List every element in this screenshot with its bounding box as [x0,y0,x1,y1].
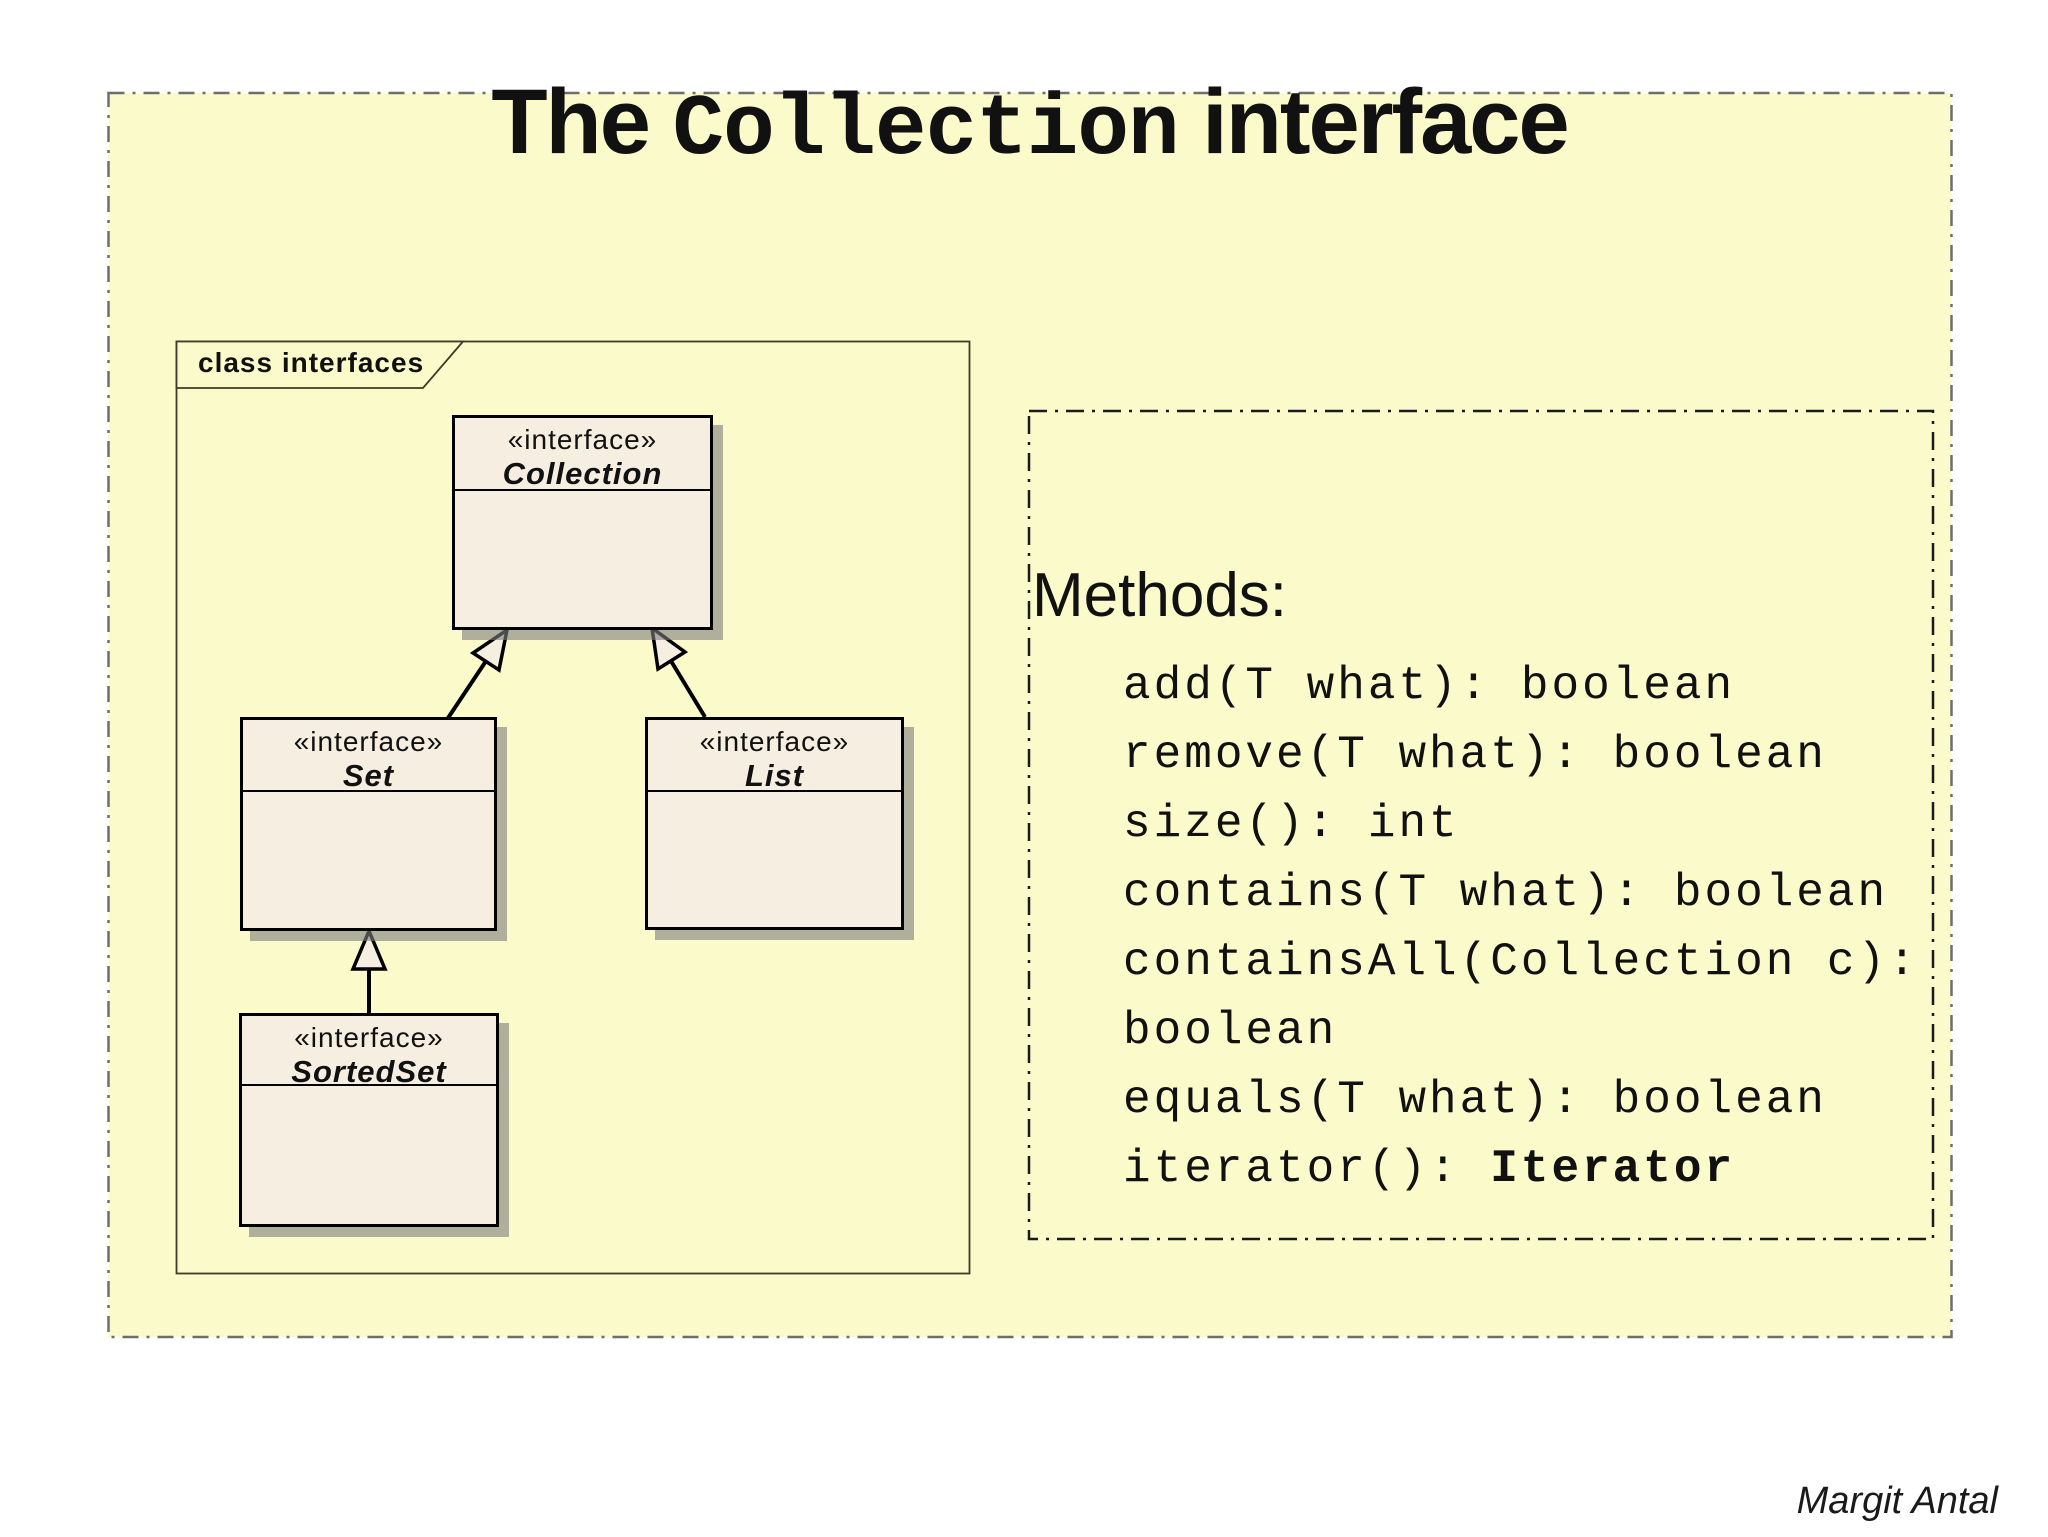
class-box-collection: «interface» Collection [452,415,713,630]
stereotype-label: «interface» [699,726,850,757]
method-signature-text: iterator(): [1123,1143,1491,1195]
class-name: List [744,758,805,793]
class-name: Set [342,758,395,793]
stereotype-label: «interface» [294,1022,444,1053]
method-signature: add(T what): boolean [1123,660,1736,712]
methods-panel-border [1027,409,1935,1241]
generalization-arrow-set-collection [446,626,510,720]
title-code-word: Collection [672,81,1179,179]
generalization-arrow-list-collection [649,624,707,719]
class-box-list: «interface» List [645,717,904,930]
uml-frame-label-tab [175,340,465,389]
generalization-arrow-sortedset-set [350,926,388,1013]
title-prefix: The [491,71,673,173]
uml-frame-label: class interfaces [198,347,425,378]
uml-frame-border [175,340,971,1275]
class-box-sortedset-header: «interface» SortedSet [242,1016,496,1089]
method-signature: iterator(): Iterator [1123,1135,1919,1204]
method-signature-continuation: boolean [1123,1005,1338,1057]
method-signature: size(): int [1123,798,1460,850]
class-box-set-header: «interface» Set [243,720,494,793]
method-signature: remove(T what): boolean [1123,729,1827,781]
class-box-list-header: «interface» List [648,720,901,793]
method-signature: containsAll(Collection c): [1123,936,1919,988]
method-signature: equals(T what): boolean [1123,1074,1827,1126]
method-return-type-bold: Iterator [1490,1143,1736,1195]
methods-heading: Methods: [1032,561,1288,630]
class-box-set: «interface» Set [240,717,497,931]
class-name: Collection [502,456,663,491]
author-signature: Margit Antal [1796,1480,1998,1522]
class-name: SortedSet [291,1054,447,1089]
method-signature: contains(T what): boolean [1123,867,1889,919]
stereotype-label: «interface» [507,424,658,455]
page-title: The Collection interface [107,70,1952,179]
class-box-sortedset: «interface» SortedSet [239,1013,499,1227]
title-suffix: interface [1178,71,1570,173]
stereotype-label: «interface» [293,726,444,757]
class-box-collection-header: «interface» Collection [455,418,710,491]
methods-list: add(T what): boolean remove(T what): boo… [1123,652,1919,1204]
